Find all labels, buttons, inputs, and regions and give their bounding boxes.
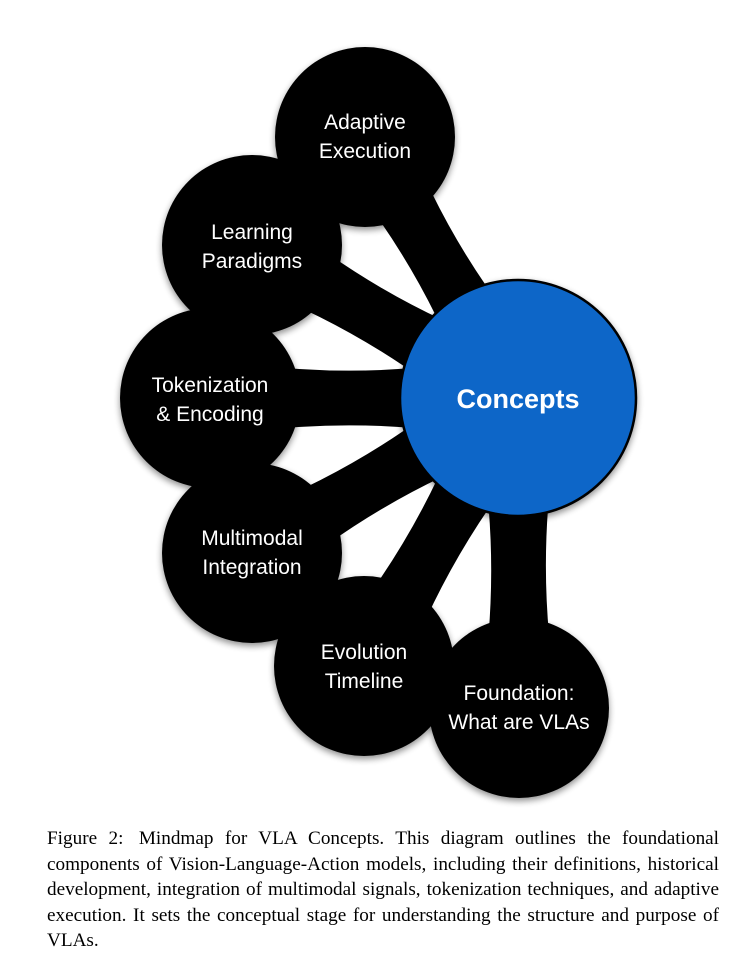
node-evolution-timeline-line-1: Evolution xyxy=(321,641,407,664)
node-learning-paradigms: Learning Paradigms xyxy=(162,155,342,335)
node-adaptive-execution-line-2: Execution xyxy=(319,140,411,163)
center-label: Concepts xyxy=(456,384,579,414)
node-foundation: Foundation: What are VLAs xyxy=(429,618,609,798)
node-multimodal-integration: Multimodal Integration xyxy=(162,463,342,643)
node-adaptive-execution-line-1: Adaptive xyxy=(324,111,406,134)
node-adaptive-execution-circle xyxy=(275,47,455,227)
center-circle xyxy=(398,278,638,518)
node-multimodal-integration-line-2: Integration xyxy=(202,556,301,579)
node-foundation-line-1: Foundation: xyxy=(464,682,575,705)
node-learning-paradigms-line-1: Learning xyxy=(211,221,293,244)
node-adaptive-execution: Adaptive Execution xyxy=(275,47,455,227)
node-multimodal-integration-line-1: Multimodal xyxy=(201,527,303,550)
caption-label: Figure 2: xyxy=(47,828,124,849)
node-tokenization-encoding: Tokenization & Encoding xyxy=(120,308,300,488)
caption-text: Mindmap for VLA Concepts. This diagram o… xyxy=(47,828,720,951)
figure-caption: Figure 2: Mindmap for VLA Concepts. This… xyxy=(47,826,719,954)
node-center-concepts: Concepts xyxy=(398,278,638,518)
node-tokenization-encoding-line-1: Tokenization xyxy=(152,374,269,397)
node-tokenization-encoding-circle xyxy=(120,308,300,488)
node-tokenization-encoding-line-2: & Encoding xyxy=(156,403,263,426)
node-foundation-circle xyxy=(429,618,609,798)
node-evolution-timeline-circle xyxy=(274,576,454,756)
node-evolution-timeline: Evolution Timeline xyxy=(274,576,454,756)
node-learning-paradigms-line-2: Paradigms xyxy=(202,250,302,273)
node-multimodal-integration-circle xyxy=(162,463,342,643)
node-foundation-line-2: What are VLAs xyxy=(448,711,589,734)
mindmap-diagram: Adaptive Execution Learning Paradigms To… xyxy=(120,47,638,798)
node-evolution-timeline-line-2: Timeline xyxy=(325,670,404,693)
node-learning-paradigms-circle xyxy=(162,155,342,335)
